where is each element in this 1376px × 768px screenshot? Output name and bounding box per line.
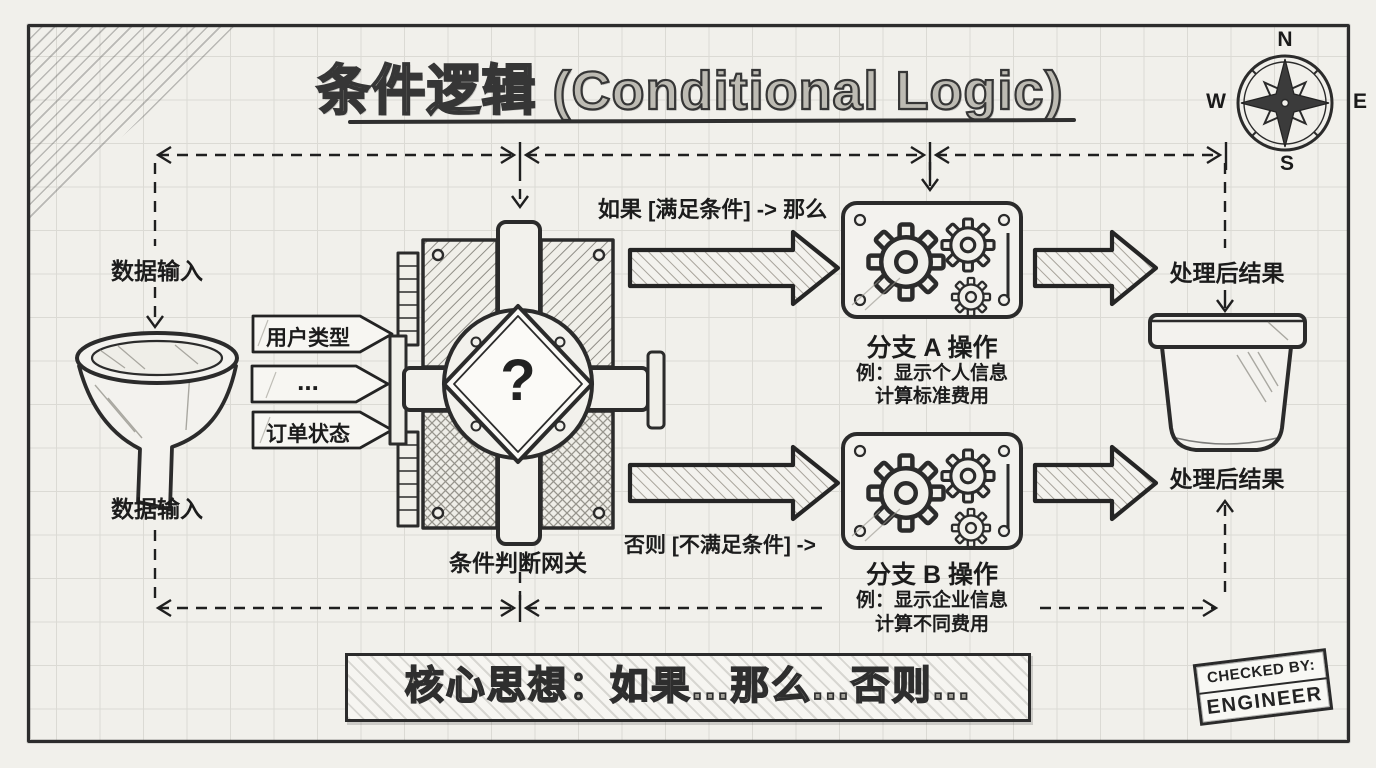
branch-b-condition-label: 否则 [不满足条件] -> — [624, 534, 816, 557]
arrow-branch-a-to-result — [1032, 229, 1159, 307]
branch-b-example-1: 例：显示企业信息 — [855, 590, 1008, 611]
result-label-top: 处理后结果 — [1169, 260, 1285, 286]
branch-b-gearbox-icon — [841, 432, 1023, 550]
summary-banner-text: 核心思想：如果...那么...否则... — [404, 664, 972, 709]
input-tag-user-type: 用户类型 — [266, 327, 350, 350]
dimension-lines — [146, 142, 1234, 622]
arrow-branch-b-to-result — [1032, 444, 1159, 522]
branch-a-title: 分支 A 操作 — [866, 334, 998, 362]
input-tag-more: ... — [297, 366, 319, 396]
arrow-gateway-to-branch-b — [627, 444, 841, 522]
branch-a-gearbox-icon — [841, 201, 1023, 319]
funnel-icon — [75, 331, 239, 511]
tag-shape-user-type — [251, 314, 394, 354]
data-input-label-top: 数据输入 — [111, 258, 203, 284]
input-tag-order-status: 订单状态 — [266, 423, 350, 446]
compass-west-label: W — [1206, 90, 1226, 113]
gateway-label: 条件判断网关 — [449, 550, 587, 576]
gateway-question-mark: ? — [500, 348, 536, 413]
tag-shape-order-status — [251, 410, 394, 450]
page-title: 条件逻辑 (Conditional Logic) — [315, 60, 1064, 122]
branch-a-condition-label: 如果 [满足条件] -> 那么 — [597, 197, 828, 222]
compass-south-label: S — [1279, 152, 1294, 175]
arrow-gateway-to-branch-a — [627, 229, 841, 307]
grid-paper-background — [27, 24, 1350, 743]
branch-b-example-2: 计算不同费用 — [874, 614, 989, 635]
result-label-bottom: 处理后结果 — [1169, 466, 1285, 492]
flow-arrows — [627, 229, 1159, 522]
input-tag-shapes — [250, 314, 394, 450]
tag-shape-more — [250, 364, 390, 404]
gateway-icon — [388, 220, 666, 546]
branch-a-example-1: 例：显示个人信息 — [855, 363, 1008, 384]
branch-a-example-2: 计算标准费用 — [874, 386, 989, 407]
data-input-label-bottom: 数据输入 — [111, 496, 203, 522]
compass-east-label: E — [1352, 90, 1367, 113]
bucket-icon — [1148, 313, 1307, 452]
summary-banner: 核心思想：如果...那么...否则... — [345, 653, 1031, 722]
branch-b-title: 分支 B 操作 — [866, 561, 998, 589]
compass-north-label: N — [1277, 28, 1293, 51]
compass-rose-icon — [1236, 54, 1334, 152]
